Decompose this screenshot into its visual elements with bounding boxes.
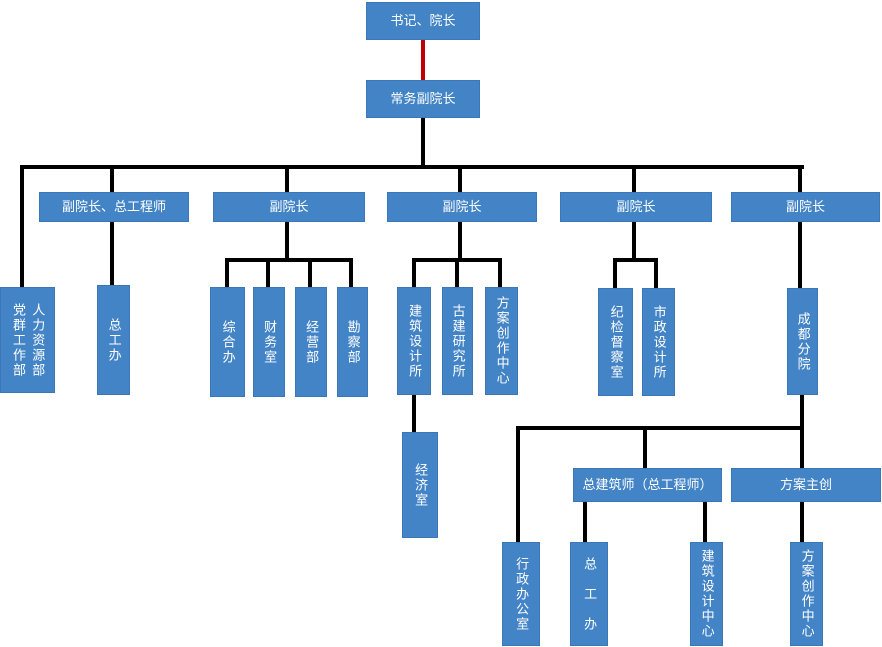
node-finance-office: 财务室 [253,287,285,397]
party-masses-label: 党群工作部 [11,302,26,378]
connector-drop-discipline [613,258,617,288]
connector-vp3-stem [458,222,462,260]
connector-vp4-stem [632,222,636,260]
node-arch-design-institute: 建筑设计所 [397,287,431,395]
node-scheme-creation-center: 方案创作中心 [485,287,518,395]
connector-drop-vpce [110,165,114,192]
node-vp3: 副院长 [387,192,537,222]
node-chief-architect: 总建筑师（总工程师） [573,468,722,502]
node-discipline-office: 纪检督察室 [598,288,633,396]
connector-chiefarchitect-chiefengoffice [583,502,587,542]
node-arch-design-center: 建筑设计中心 [690,542,723,646]
connector-main-horizontal [20,165,804,169]
connector-drop-vp2 [285,165,289,192]
node-party-masses-hr: 党群工作部 人力资源部 [0,287,55,393]
connector-drop-municipal [654,258,658,288]
connector-drop-generaloffice [225,258,229,287]
node-vp4: 副院长 [560,192,712,222]
connector-drop-archdesign [412,258,416,287]
node-vp2: 副院长 [213,192,365,222]
connector-drop-operations [308,258,312,287]
node-general-office: 综合办 [210,287,245,397]
connector-schemelead-schemecenter [800,502,804,542]
connector-vp5-chengdu [798,222,802,288]
connector-vp2-horizontal [225,258,353,262]
node-vp5: 副院长 [731,192,880,222]
node-chief-eng-office-cd: 总 工 办 [570,542,608,646]
node-survey-dept: 勘察部 [337,287,368,397]
connector-president-execvp [421,40,425,80]
node-municipal-design-institute: 市政设计所 [642,288,675,396]
node-operations-dept: 经营部 [295,287,327,397]
node-exec-vp: 常务副院长 [366,80,480,118]
connector-drop-finance [266,258,270,287]
connector-vp4-horizontal [613,258,658,262]
hr-label: 人力资源部 [30,302,46,378]
node-scheme-lead: 方案主创 [731,468,881,502]
connector-chengdu-stem [800,395,804,468]
connector-chengdu-horizontal [516,426,804,430]
node-chengdu-branch: 成都分院 [787,288,818,395]
connector-archdesign-economics [412,395,416,432]
node-admin-office: 行政办公室 [502,542,540,646]
connector-drop-survey [349,258,353,287]
connector-drop-ancientarch [455,258,459,287]
connector-drop-adminoffice [516,426,520,542]
connector-drop-vp4 [632,165,636,192]
connector-chiefarchitect-archcenter [703,502,707,542]
node-chief-eng-office: 总工办 [97,285,130,395]
connector-drop-schemecenter [498,258,502,287]
connector-drop-chiefarchitect [643,426,647,468]
connector-drop-vp3 [458,165,462,192]
node-president: 书记、院长 [366,2,480,40]
connector-drop-partyhr [20,165,24,287]
connector-execvp-stem [421,118,425,169]
connector-vp2-stem [285,222,289,260]
node-economics-office: 经济室 [402,432,438,538]
connector-drop-vp5 [798,165,802,192]
node-vp-chief-engineer: 副院长、总工程师 [39,192,189,222]
node-ancient-arch-institute: 古建研究所 [442,287,473,395]
connector-vpce-chiefengoffice [110,222,114,285]
node-scheme-creation-center-cd: 方案创作中心 [790,542,823,646]
